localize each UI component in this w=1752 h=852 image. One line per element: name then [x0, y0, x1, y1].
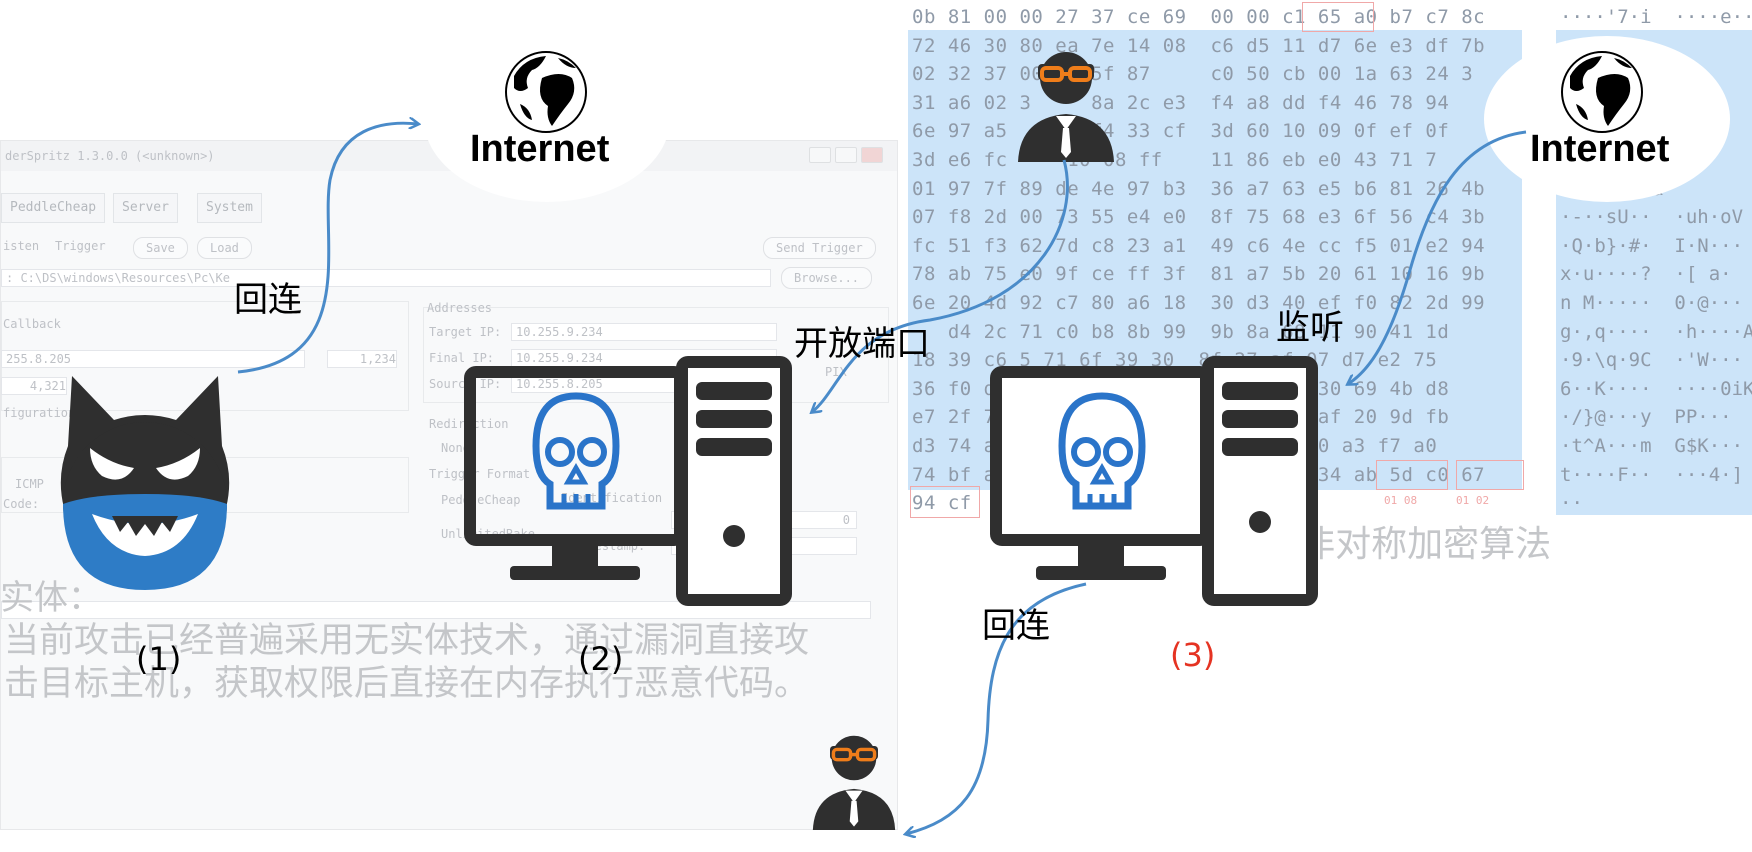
- ascii-row: ·9·\q·9C ·'W···: [1560, 349, 1744, 372]
- step-2-label: (2): [578, 640, 624, 678]
- internet-label-left: Internet: [470, 128, 610, 170]
- tab-peddlecheap[interactable]: PeddleCheap: [1, 193, 106, 223]
- listen-radio-label[interactable]: isten: [3, 239, 40, 253]
- ascii-row: ·/}@···y PP···: [1560, 406, 1732, 429]
- icmp-radio-label[interactable]: ICMP: [15, 477, 44, 491]
- ascii-row: ··: [1560, 492, 1583, 515]
- ascii-row: x·u····? ·[ a·: [1560, 263, 1732, 286]
- bottom-field[interactable]: [1, 601, 871, 619]
- internet-label-right: Internet: [1530, 128, 1670, 170]
- peddlecheap-radio-label[interactable]: PeddleCheap: [441, 493, 521, 507]
- open-port-arrow: [812, 159, 1069, 412]
- save-button[interactable]: Save: [133, 237, 188, 259]
- devil-mascot-icon: [60, 376, 230, 590]
- addresses-group: [423, 307, 889, 403]
- hacker-icon: [812, 735, 896, 830]
- hex-row: 07 f8 2d 00 73 55 e4 e0 8f 75 68 e3 6f 5…: [912, 206, 1486, 229]
- target-ip-label: Target IP:: [429, 325, 502, 339]
- hex-marker-94cf: [910, 486, 980, 518]
- ascii-row: ·Q·b}·#· I·N···: [1560, 234, 1744, 257]
- ascii-row: g·,q···· ·h····A: [1560, 320, 1752, 343]
- hex-row: 94 cf: [912, 492, 972, 515]
- callback-port-field[interactable]: 1,234: [327, 350, 397, 368]
- connect-back-arrow-1: [237, 123, 418, 374]
- globe-icon: [1561, 51, 1643, 133]
- hex-marker-c067: [1456, 460, 1524, 490]
- open-port-label: 开放端口: [794, 324, 930, 364]
- load-button[interactable]: Load: [197, 237, 252, 259]
- fileless-line-2: 击目标主机，获取权限后直接在内存执行恶意代码。: [4, 664, 810, 704]
- path-field[interactable]: : C:\DS\windows\Resources\Pc\Ke: [1, 269, 771, 287]
- close-button[interactable]: [861, 147, 883, 163]
- hex-small-marker-2: 01 02: [1456, 494, 1490, 507]
- listen-arrow: [1348, 130, 1527, 384]
- none-radio-label[interactable]: None: [441, 441, 470, 455]
- hex-row: 78 ab 75 e0 9f ce ff 3f 81 a7 5b 20 61 1…: [912, 263, 1486, 286]
- step-3-label: (3): [1170, 636, 1216, 674]
- trigger-radio-label[interactable]: Trigger: [55, 239, 106, 253]
- globe-icon: [505, 51, 587, 133]
- target-ip-field[interactable]: 10.255.9.234: [511, 323, 777, 341]
- hex-row: 0b 81 00 00 27 37 ce 69 00 00 c1 65 a0 b…: [912, 6, 1486, 28]
- ascii-row: ····'7·i ····e··: [1560, 6, 1752, 28]
- connect-back-label-2: 回连: [982, 606, 1050, 646]
- hex-small-marker-1: 01 08: [1384, 494, 1418, 507]
- listen-label: 监听: [1276, 308, 1344, 348]
- hacker-icon: [1018, 52, 1114, 162]
- callback-port2-field[interactable]: 4,321: [1, 377, 67, 395]
- hex-row: 31 a6 02 3 8a 2c e3 f4 a8 dd f4 46 78 94: [912, 91, 1450, 114]
- ascii-row: ·-··sU·· ·uh·oV: [1560, 206, 1744, 229]
- minimize-button[interactable]: [809, 147, 831, 163]
- callback-label: Callback: [3, 317, 61, 331]
- configuration-label: figuration: [3, 406, 76, 420]
- hex-marker-ab5d: [1376, 460, 1448, 490]
- hex-row: 01 97 7f 89 de 4e 97 b3 36 a7 63 e5 b6 8…: [912, 177, 1486, 200]
- browse-button[interactable]: Browse...: [781, 267, 873, 289]
- hex-row: 6e 20 4d 92 c7 80 a6 18 30 d3 40 ef f0 8…: [912, 292, 1486, 314]
- hex-row: 72 46 30 80 ea 7e 14 08 c6 d5 11 d7 6e e…: [912, 34, 1486, 57]
- callback-ip-field[interactable]: 255.8.205: [1, 350, 305, 368]
- hex-marker-top: [1302, 2, 1374, 32]
- fileless-line-1: 当前攻击已经普遍采用无实体技术，通过漏洞直接攻: [4, 621, 810, 661]
- final-ip-label: Final IP:: [429, 351, 495, 365]
- fileless-heading: 实体：: [0, 578, 102, 618]
- ascii-row: 6··K···· ····0iK: [1560, 377, 1752, 400]
- hex-row: 3d e6 fc 10 08 ff 11 86 eb e0 43 71 7: [912, 149, 1438, 171]
- infected-computer-icon: [464, 356, 792, 606]
- connect-back-arrow-2: [906, 582, 1087, 834]
- ascii-row: n M····· 0·@···: [1560, 292, 1744, 314]
- ascii-row: ·t^A···m G$K···: [1560, 435, 1744, 457]
- hex-row: fc 51 f3 62 7d c8 23 a1 49 c6 4e cc f5 0…: [912, 234, 1486, 257]
- send-trigger-button[interactable]: Send Trigger: [763, 237, 876, 259]
- trigger-format-label: Trigger Format: [429, 467, 531, 481]
- infected-computer-icon: [990, 356, 1318, 606]
- hex-row: 6e 97 a5 9 f4 33 cf 3d 60 10 09 0f ef 0f: [912, 120, 1450, 143]
- hex-row: d4 2c 71 c0 b8 8b 99 9b 8a 68 11 90 41 1…: [912, 320, 1450, 343]
- step-1-label: (1): [136, 640, 182, 678]
- ascii-row: t····F·· ···4·]: [1560, 463, 1744, 486]
- code-label: Code:: [3, 497, 40, 511]
- maximize-button[interactable]: [835, 147, 857, 163]
- addresses-label: Addresses: [427, 301, 493, 315]
- connect-back-label-1: 回连: [234, 280, 302, 320]
- tab-server[interactable]: Server: [113, 193, 178, 223]
- tab-system[interactable]: System: [197, 193, 262, 223]
